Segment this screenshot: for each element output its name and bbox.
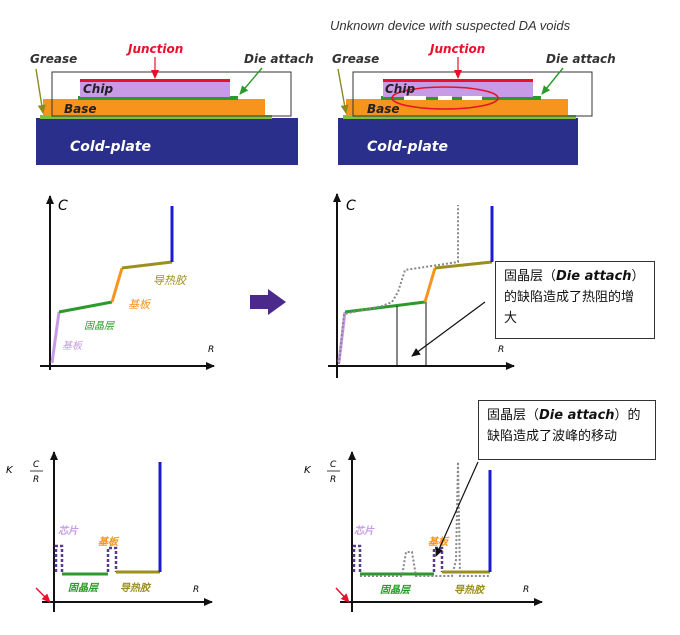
axis-c-label: C xyxy=(58,198,68,214)
callout-arrow xyxy=(411,301,486,357)
stack-right: Cold-plate Base Chip Junction Grease Die… xyxy=(332,42,616,165)
cumulative-plot-right: C R xyxy=(328,193,515,378)
callout-arrow xyxy=(435,461,479,557)
axis-r-label: R xyxy=(498,345,504,355)
axis-k-label: K xyxy=(6,465,14,476)
axis-k-label: K xyxy=(304,465,312,476)
cold-plate-block xyxy=(338,118,578,165)
cold-plate-label: Cold-plate xyxy=(70,139,151,155)
base-label: 基板 xyxy=(98,536,120,548)
die-attach-label: 固晶层 xyxy=(68,582,100,594)
chip-peak xyxy=(54,544,64,572)
base-label: Base xyxy=(367,102,400,116)
chip-label: 芯片 xyxy=(58,525,79,537)
junction-layer xyxy=(383,79,533,82)
defect-curve-dotted xyxy=(338,205,459,365)
tim-label: 导热胶 xyxy=(454,584,486,596)
void-highlight-ellipse xyxy=(391,86,499,110)
cold-plate-label: Cold-plate xyxy=(367,139,448,155)
die-attach-layer xyxy=(381,96,541,100)
base-low-label: 基板 xyxy=(62,340,84,352)
callout-note-resistance: 固晶层（Die attach）的缺陷造成了热阻的增大 xyxy=(495,261,655,339)
die-attach-segment xyxy=(344,300,426,314)
die-attach-layer xyxy=(78,96,238,100)
base-segment xyxy=(110,267,124,303)
die-attach-label: Die attach xyxy=(244,52,314,66)
axis-r-label: R xyxy=(208,345,214,355)
die-attach-segment xyxy=(58,300,113,314)
axis-r-label: R xyxy=(193,585,199,595)
grease-label: Grease xyxy=(30,52,77,66)
package-outline xyxy=(352,71,593,117)
stack-left: Cold-plate Base Chip Junction Grease Die… xyxy=(30,42,314,165)
die-attach-arrow xyxy=(239,67,263,95)
base-peak xyxy=(106,546,118,572)
origin-arrow xyxy=(35,587,51,603)
tim-label: 导热胶 xyxy=(153,274,188,287)
axis-c-label: C xyxy=(330,460,337,470)
cumulative-plot-left: C R 导热胶 基板 固晶层 基板 xyxy=(40,195,215,370)
axis-r-label: R xyxy=(523,585,529,595)
base-block xyxy=(43,99,265,116)
tim-segment xyxy=(434,260,493,270)
cold-plate-block xyxy=(36,118,298,165)
die-attach-label: 固晶层 xyxy=(84,320,115,332)
axis-r-den-label: R xyxy=(330,475,336,485)
axis-c-label: C xyxy=(346,198,356,214)
device-title: Unknown device with suspected DA voids xyxy=(330,18,571,33)
callout-note-peak: 固晶层（Die attach）的缺陷造成了波峰的移动 xyxy=(478,400,656,460)
grease-arrow xyxy=(337,68,349,114)
defect-curve-dotted xyxy=(360,461,490,577)
grease-layer xyxy=(343,115,576,119)
chip-segment xyxy=(337,311,347,363)
chip-label: Chip xyxy=(83,82,113,96)
die-attach-label: Die attach xyxy=(546,52,616,66)
grease-label: Grease xyxy=(332,52,379,66)
void-mark xyxy=(438,96,452,100)
base-label: 基板 xyxy=(128,298,152,311)
axis-r-den-label: R xyxy=(33,475,39,485)
tim-segment xyxy=(121,260,173,270)
chip-label: Chip xyxy=(385,82,415,96)
grease-layer xyxy=(40,115,272,119)
base-block xyxy=(346,99,568,116)
axis-c-label: C xyxy=(33,460,40,470)
junction-label: Junction xyxy=(126,42,183,56)
chip-segment xyxy=(50,311,61,364)
tim-label: 导热胶 xyxy=(120,582,152,594)
die-attach-label: 固晶层 xyxy=(380,584,412,596)
grease-arrow xyxy=(35,68,46,114)
junction-label: Junction xyxy=(428,42,485,56)
differential-plot-left: K C R R 芯片 基板 固晶层 导热胶 xyxy=(6,451,213,612)
base-segment xyxy=(423,267,437,303)
base-label: Base xyxy=(64,102,97,116)
base-label: 基板 xyxy=(428,536,450,548)
chip-peak xyxy=(352,544,362,572)
package-outline xyxy=(51,71,292,117)
chip-block xyxy=(80,79,230,97)
junction-layer xyxy=(80,79,230,82)
origin-arrow xyxy=(335,587,350,603)
void-mark xyxy=(404,96,426,100)
transition-arrow xyxy=(250,289,286,315)
chip-label: 芯片 xyxy=(354,525,375,537)
die-attach-arrow xyxy=(541,67,564,95)
differential-plot-right: K C R R 芯片 基板 固晶层 导热胶 xyxy=(304,451,543,612)
void-mark xyxy=(462,96,482,100)
